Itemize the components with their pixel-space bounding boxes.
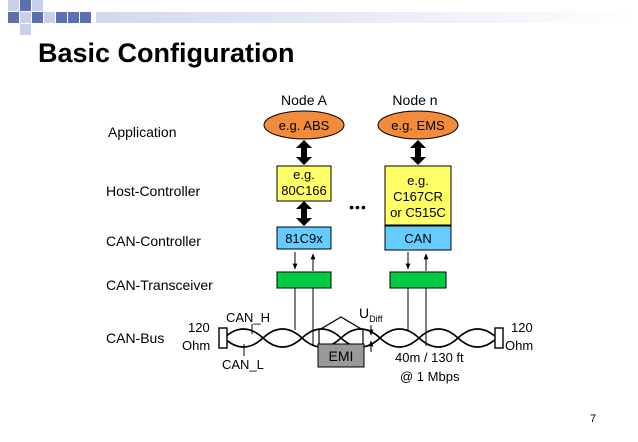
- decor-square: [68, 12, 79, 23]
- node-a-host-line-2: 80C166: [281, 183, 327, 198]
- node-a-host-line-1: e.g.: [293, 167, 315, 182]
- can-h-label: CAN_H: [226, 310, 270, 325]
- node-n-transceiver-box: [389, 271, 447, 289]
- node-a-application-oval: [263, 110, 345, 140]
- left-termination-resistor: [218, 327, 228, 349]
- emi-box: [317, 343, 365, 368]
- node-n-controller-label: CAN: [404, 231, 431, 246]
- emi-shield-roof: [318, 316, 364, 344]
- bus-bitrate-spec: @ 1 Mbps: [400, 369, 460, 384]
- node-n-host-line-3: or C515C: [390, 205, 446, 220]
- node-n-application-oval: [377, 110, 459, 140]
- node-a-app-host-arrow: [296, 140, 312, 165]
- decor-square: [20, 0, 31, 11]
- layer-label-can-controller: CAN-Controller: [106, 233, 201, 249]
- emi-label: EMI: [329, 348, 354, 364]
- decor-square: [80, 12, 91, 23]
- decor-square: [32, 0, 43, 11]
- node-a-controller-label: 81C9x: [285, 231, 323, 246]
- node-n-can-controller-box: [384, 225, 452, 251]
- right-termination-value: 120: [511, 320, 533, 335]
- nodes-ellipsis: •••: [349, 199, 367, 215]
- can-l-label: CAN_L: [222, 357, 264, 372]
- udiff-label: UDiff: [359, 305, 383, 324]
- decor-square: [8, 12, 19, 23]
- bus-length-spec: 40m / 130 ft: [395, 350, 464, 365]
- node-a-application-label: e.g. ABS: [279, 118, 330, 133]
- node-a-host-controller-arrow: [296, 201, 312, 226]
- right-termination-resistor: [494, 327, 504, 349]
- node-n-application-label: e.g. EMS: [391, 118, 445, 133]
- right-termination-unit: Ohm: [505, 338, 533, 353]
- page-number: 7: [590, 413, 597, 425]
- layer-label-can-transceiver: CAN-Transceiver: [106, 277, 213, 293]
- layer-label-can-bus: CAN-Bus: [106, 330, 164, 346]
- node-n-title: Node n: [392, 92, 437, 108]
- node-a-can-controller-box: [276, 226, 332, 250]
- left-termination-unit: Ohm: [182, 338, 210, 353]
- node-a-host-controller-box: [276, 165, 332, 202]
- decor-square: [56, 12, 67, 23]
- node-n-host-line-2: C167CR: [393, 189, 443, 204]
- decor-square: [20, 12, 31, 23]
- decor-square: [20, 24, 31, 35]
- node-n-host-line-1: e.g.: [407, 173, 429, 188]
- left-termination-value: 120: [188, 320, 210, 335]
- layer-label-application: Application: [108, 124, 177, 140]
- slide-title: Basic Configuration: [38, 38, 295, 68]
- layer-label-host-controller: Host-Controller: [106, 183, 200, 199]
- node-a-title: Node A: [281, 92, 328, 108]
- node-n-app-host-arrow: [410, 140, 426, 165]
- decor-square: [44, 12, 55, 23]
- decor-square: [32, 12, 43, 23]
- title-bar-gradient: [96, 12, 638, 23]
- node-a-transceiver-box: [276, 271, 332, 289]
- node-n-host-controller-box: [384, 165, 452, 226]
- decor-square: [8, 0, 19, 11]
